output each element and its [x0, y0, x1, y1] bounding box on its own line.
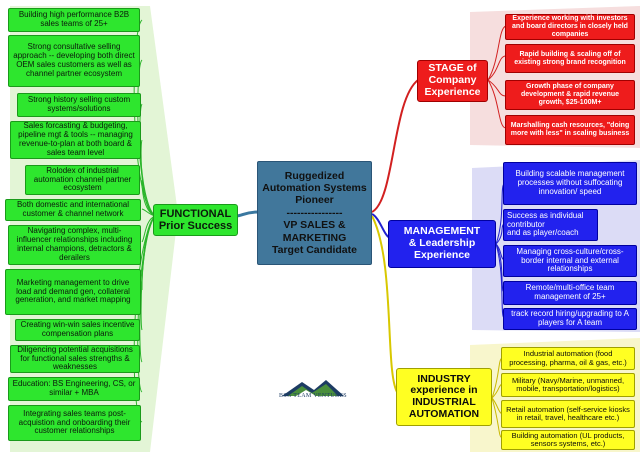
functional-item: Both domestic and international customer… [5, 199, 141, 221]
center-line-1: Ruggedized [284, 169, 345, 182]
functional-item: Creating win-win sales incentive compens… [15, 319, 140, 341]
center-to-industry-line [371, 215, 398, 393]
stage-hub: STAGE of Company Experience [417, 60, 488, 102]
functional-hub: FUNCTIONAL Prior Success [153, 204, 238, 236]
functional-item: Rolodex of industrial automation channel… [25, 165, 140, 195]
center-line-2: Automation Systems [262, 182, 367, 195]
stage-fan [470, 6, 640, 148]
functional-item: Marketing management to drive load and d… [5, 269, 141, 315]
center-to-functional-line [235, 210, 259, 218]
functional-item: Diligencing potential acquisitions for f… [10, 345, 140, 373]
functional-item: Integrating sales teams post-acquistion … [8, 405, 141, 441]
stage-item: Marshalling cash resources, "doing more … [505, 115, 635, 145]
management-item: Managing cross-culture/cross-border inte… [503, 245, 637, 277]
stage-branch-lines [487, 25, 507, 129]
management-hub: MANAGEMENT & Leadership Experience [388, 220, 496, 268]
management-item: track record hiring/upgrading to A playe… [503, 308, 637, 330]
center-line-5: VP SALES & [283, 219, 346, 232]
functional-item: Strong consultative selling approach -- … [8, 35, 140, 87]
stage-item: Rapid building & scaling off of existing… [505, 44, 635, 73]
functional-item: Sales forcasting & budgeting, pipeline m… [10, 121, 141, 159]
management-item: Remote/multi-office team management of 2… [503, 281, 637, 305]
center-divider: ---------------- [286, 206, 343, 219]
industry-item: Military (Navy/Marine, unmanned, mobile,… [501, 373, 635, 397]
stage-item: Growth phase of company development & ra… [505, 80, 635, 110]
center-line-6: MARKETING [282, 231, 347, 244]
functional-item: Education: BS Engineering, CS, or simila… [8, 377, 140, 401]
center-to-stage-line [371, 79, 419, 213]
stage-item: Experience working with investors and bo… [505, 14, 635, 40]
center-line-7: Target Candidate [272, 243, 357, 256]
management-item: Success as individual contributor and as… [503, 209, 598, 241]
central-topic: Ruggedized Automation Systems Pioneer --… [257, 161, 372, 265]
industry-hub: INDUSTRY experience in INDUSTRIAL AUTOMA… [396, 368, 492, 426]
functional-item: Building high performance B2B sales team… [8, 8, 140, 32]
industry-item: Retail automation (self-service kiosks i… [501, 400, 635, 428]
industry-item: Building automation (UL products, sensor… [501, 430, 635, 450]
management-item: Building scalable management processes w… [503, 162, 637, 205]
center-line-3: Pioneer [295, 194, 334, 207]
functional-item: Strong history selling custom systems/so… [17, 93, 141, 117]
logo-text: BSG TEAM VENTURES [279, 393, 347, 399]
functional-item: Navigating complex, multi-influencer rel… [8, 225, 141, 265]
bsg-logo-mark [282, 380, 344, 396]
industry-item: Industrial automation (food processing, … [501, 347, 635, 370]
